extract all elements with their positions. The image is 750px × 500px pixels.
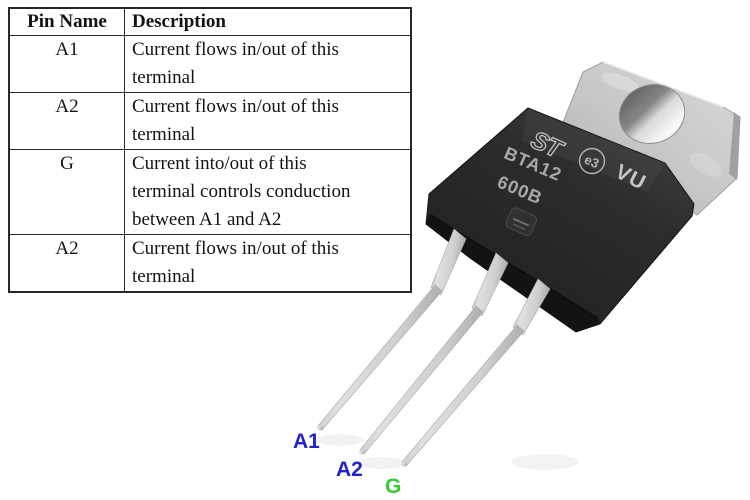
leg-shadow [316, 434, 364, 446]
package-front-face [426, 214, 600, 332]
pin-name-cell: G [8, 149, 125, 235]
leg-a1 [317, 228, 467, 431]
pin-table-header-desc: Description [124, 7, 412, 36]
tab-side-facet [729, 112, 740, 180]
cert-mark-circle [578, 147, 606, 175]
leg-shadow [358, 457, 406, 469]
tab-top-highlight [602, 61, 724, 108]
leg-a2 [359, 252, 509, 455]
package-body: ST BTA12 600B e3 VU [425, 107, 695, 333]
pin-label-a1: A1 [293, 430, 320, 453]
leg-shadow [511, 454, 579, 470]
stamp-mark [505, 207, 538, 236]
leg-g [401, 278, 551, 467]
pin-table: Pin Name Description A1 Current flows in… [8, 7, 412, 293]
metal-tab [559, 61, 741, 216]
mounting-hole [618, 84, 686, 144]
pin-label-g: G [385, 475, 401, 498]
pin-label-a2: A2 [336, 458, 363, 481]
pin-name-cell: A2 [8, 92, 125, 150]
cert-mark: e3 [582, 152, 601, 171]
